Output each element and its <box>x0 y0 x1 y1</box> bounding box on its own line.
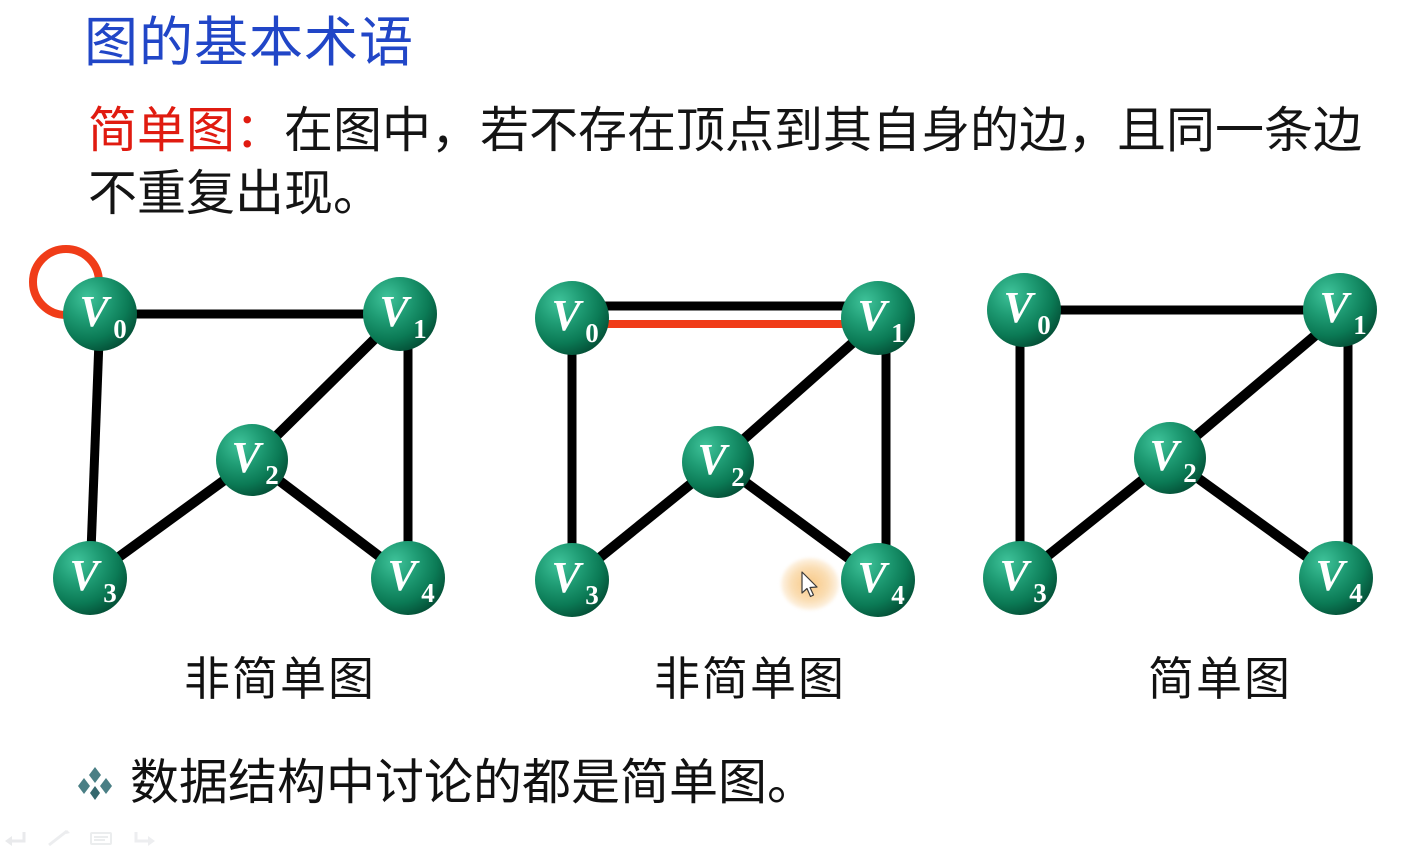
svg-text:V: V <box>69 551 102 600</box>
graph-node-v4[interactable]: V 4 <box>371 541 445 615</box>
svg-text:4: 4 <box>891 580 905 610</box>
page-title: 图的基本术语 <box>84 13 414 73</box>
graph-node-v3[interactable]: V 3 <box>983 541 1057 615</box>
graph-node-v1[interactable]: V 1 <box>363 277 437 351</box>
previous-slide-icon[interactable] <box>4 828 30 848</box>
svg-text:2: 2 <box>1183 458 1197 488</box>
graph-nodes: V 0 V 1 V 2 V 3 <box>983 273 1377 615</box>
svg-text:V: V <box>1003 283 1036 332</box>
graph-node-v2[interactable]: V 2 <box>682 426 754 498</box>
summary-bullet-line: 数据结构中讨论的都是简单图。 <box>78 756 816 810</box>
svg-text:3: 3 <box>585 580 599 610</box>
svg-text:4: 4 <box>421 578 435 608</box>
figure-caption-1: 非简单图 <box>184 654 376 705</box>
graph-nodes: V 0 V 1 V 2 V 3 <box>535 281 915 617</box>
graph-node-v0[interactable]: V 0 <box>63 277 137 351</box>
graph-node-v0[interactable]: V 0 <box>535 281 609 355</box>
svg-text:1: 1 <box>413 314 427 344</box>
svg-text:3: 3 <box>103 578 117 608</box>
summary-bullet-text: 数据结构中讨论的都是简单图。 <box>130 755 817 810</box>
graph-node-v4[interactable]: V 4 <box>841 543 915 617</box>
svg-text:V: V <box>1315 551 1348 600</box>
svg-text:V: V <box>857 553 890 602</box>
svg-text:3: 3 <box>1033 578 1047 608</box>
graph-node-v1[interactable]: V 1 <box>841 281 915 355</box>
svg-text:0: 0 <box>113 314 127 344</box>
definition-paragraph: 简单图：在图中，若不存在顶点到其自身的边，且同一条边不重复出现。 <box>88 100 1388 225</box>
diamond-cluster-bullet-icon <box>78 766 112 800</box>
graph-node-v2[interactable]: V 2 <box>1134 422 1206 494</box>
svg-text:V: V <box>551 291 584 340</box>
graph-figure-non-simple-parallel: V 0 V 1 V 2 V 3 <box>510 248 930 628</box>
svg-text:V: V <box>857 291 890 340</box>
graph-node-v2[interactable]: V 2 <box>216 424 288 496</box>
figure-caption-2: 非简单图 <box>654 654 846 705</box>
svg-text:V: V <box>1149 431 1182 480</box>
svg-text:V: V <box>697 435 730 484</box>
svg-text:2: 2 <box>731 462 745 492</box>
slideshow-toolbar[interactable] <box>4 828 156 848</box>
edge-v0-v3 <box>85 313 105 579</box>
svg-text:V: V <box>379 287 412 336</box>
graph-node-v3[interactable]: V 3 <box>535 543 609 617</box>
term-definition: 在图中，若不存在顶点到其自身的边，且同一条边不重复出现。 <box>88 103 1363 221</box>
graph-figure-non-simple-selfloop: V 0 V 1 V 2 V 3 <box>28 245 448 628</box>
next-slide-icon[interactable] <box>130 828 156 848</box>
figure-caption-3: 简单图 <box>1148 654 1292 705</box>
svg-text:V: V <box>551 553 584 602</box>
svg-text:V: V <box>1319 283 1352 332</box>
graph-node-v0[interactable]: V 0 <box>987 273 1061 347</box>
graph-nodes: V 0 V 1 V 2 V 3 <box>53 277 445 615</box>
graph-node-v4[interactable]: V 4 <box>1299 541 1373 615</box>
svg-text:0: 0 <box>1037 310 1051 340</box>
svg-text:2: 2 <box>265 460 279 490</box>
svg-text:1: 1 <box>1353 310 1367 340</box>
svg-text:V: V <box>231 433 264 482</box>
graph-node-v3[interactable]: V 3 <box>53 541 127 615</box>
svg-text:V: V <box>79 287 112 336</box>
svg-text:0: 0 <box>585 318 599 348</box>
svg-text:V: V <box>999 551 1032 600</box>
graph-node-v1[interactable]: V 1 <box>1303 273 1377 347</box>
edge-v1-v2 <box>1166 314 1340 462</box>
graph-figure-simple: V 0 V 1 V 2 V 3 <box>968 248 1388 628</box>
pen-annotate-icon[interactable] <box>46 828 72 848</box>
svg-text:4: 4 <box>1349 578 1363 608</box>
term-label: 简单图： <box>88 103 285 158</box>
slide-menu-icon[interactable] <box>88 828 114 848</box>
svg-text:V: V <box>387 551 420 600</box>
svg-text:1: 1 <box>891 318 905 348</box>
